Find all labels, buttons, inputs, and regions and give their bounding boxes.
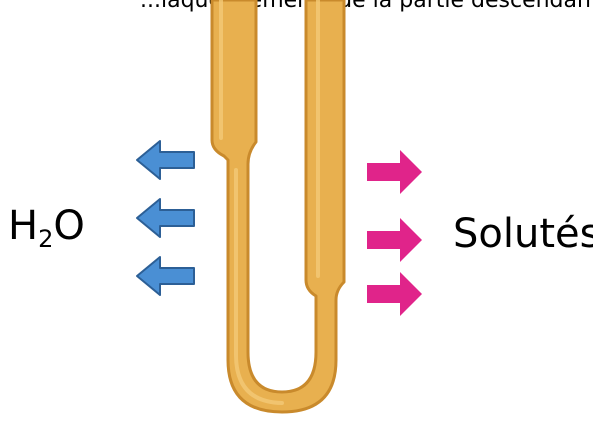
solute-arrows	[367, 150, 422, 316]
u-tube	[212, 0, 344, 412]
water-label: H2O	[8, 206, 85, 251]
arrow-right-icon	[367, 150, 422, 194]
arrow-left-icon	[137, 199, 194, 237]
solutes-label: Solutés	[453, 214, 593, 254]
water-label-subscript: 2	[38, 225, 53, 253]
arrow-left-icon	[137, 257, 194, 295]
arrow-left-icon	[137, 141, 194, 179]
tube-outer	[212, 0, 344, 412]
water-label-main: H	[8, 203, 38, 249]
arrow-right-icon	[367, 218, 422, 262]
arrow-right-icon	[367, 272, 422, 316]
water-label-end: O	[53, 203, 84, 249]
water-arrows	[137, 141, 194, 295]
